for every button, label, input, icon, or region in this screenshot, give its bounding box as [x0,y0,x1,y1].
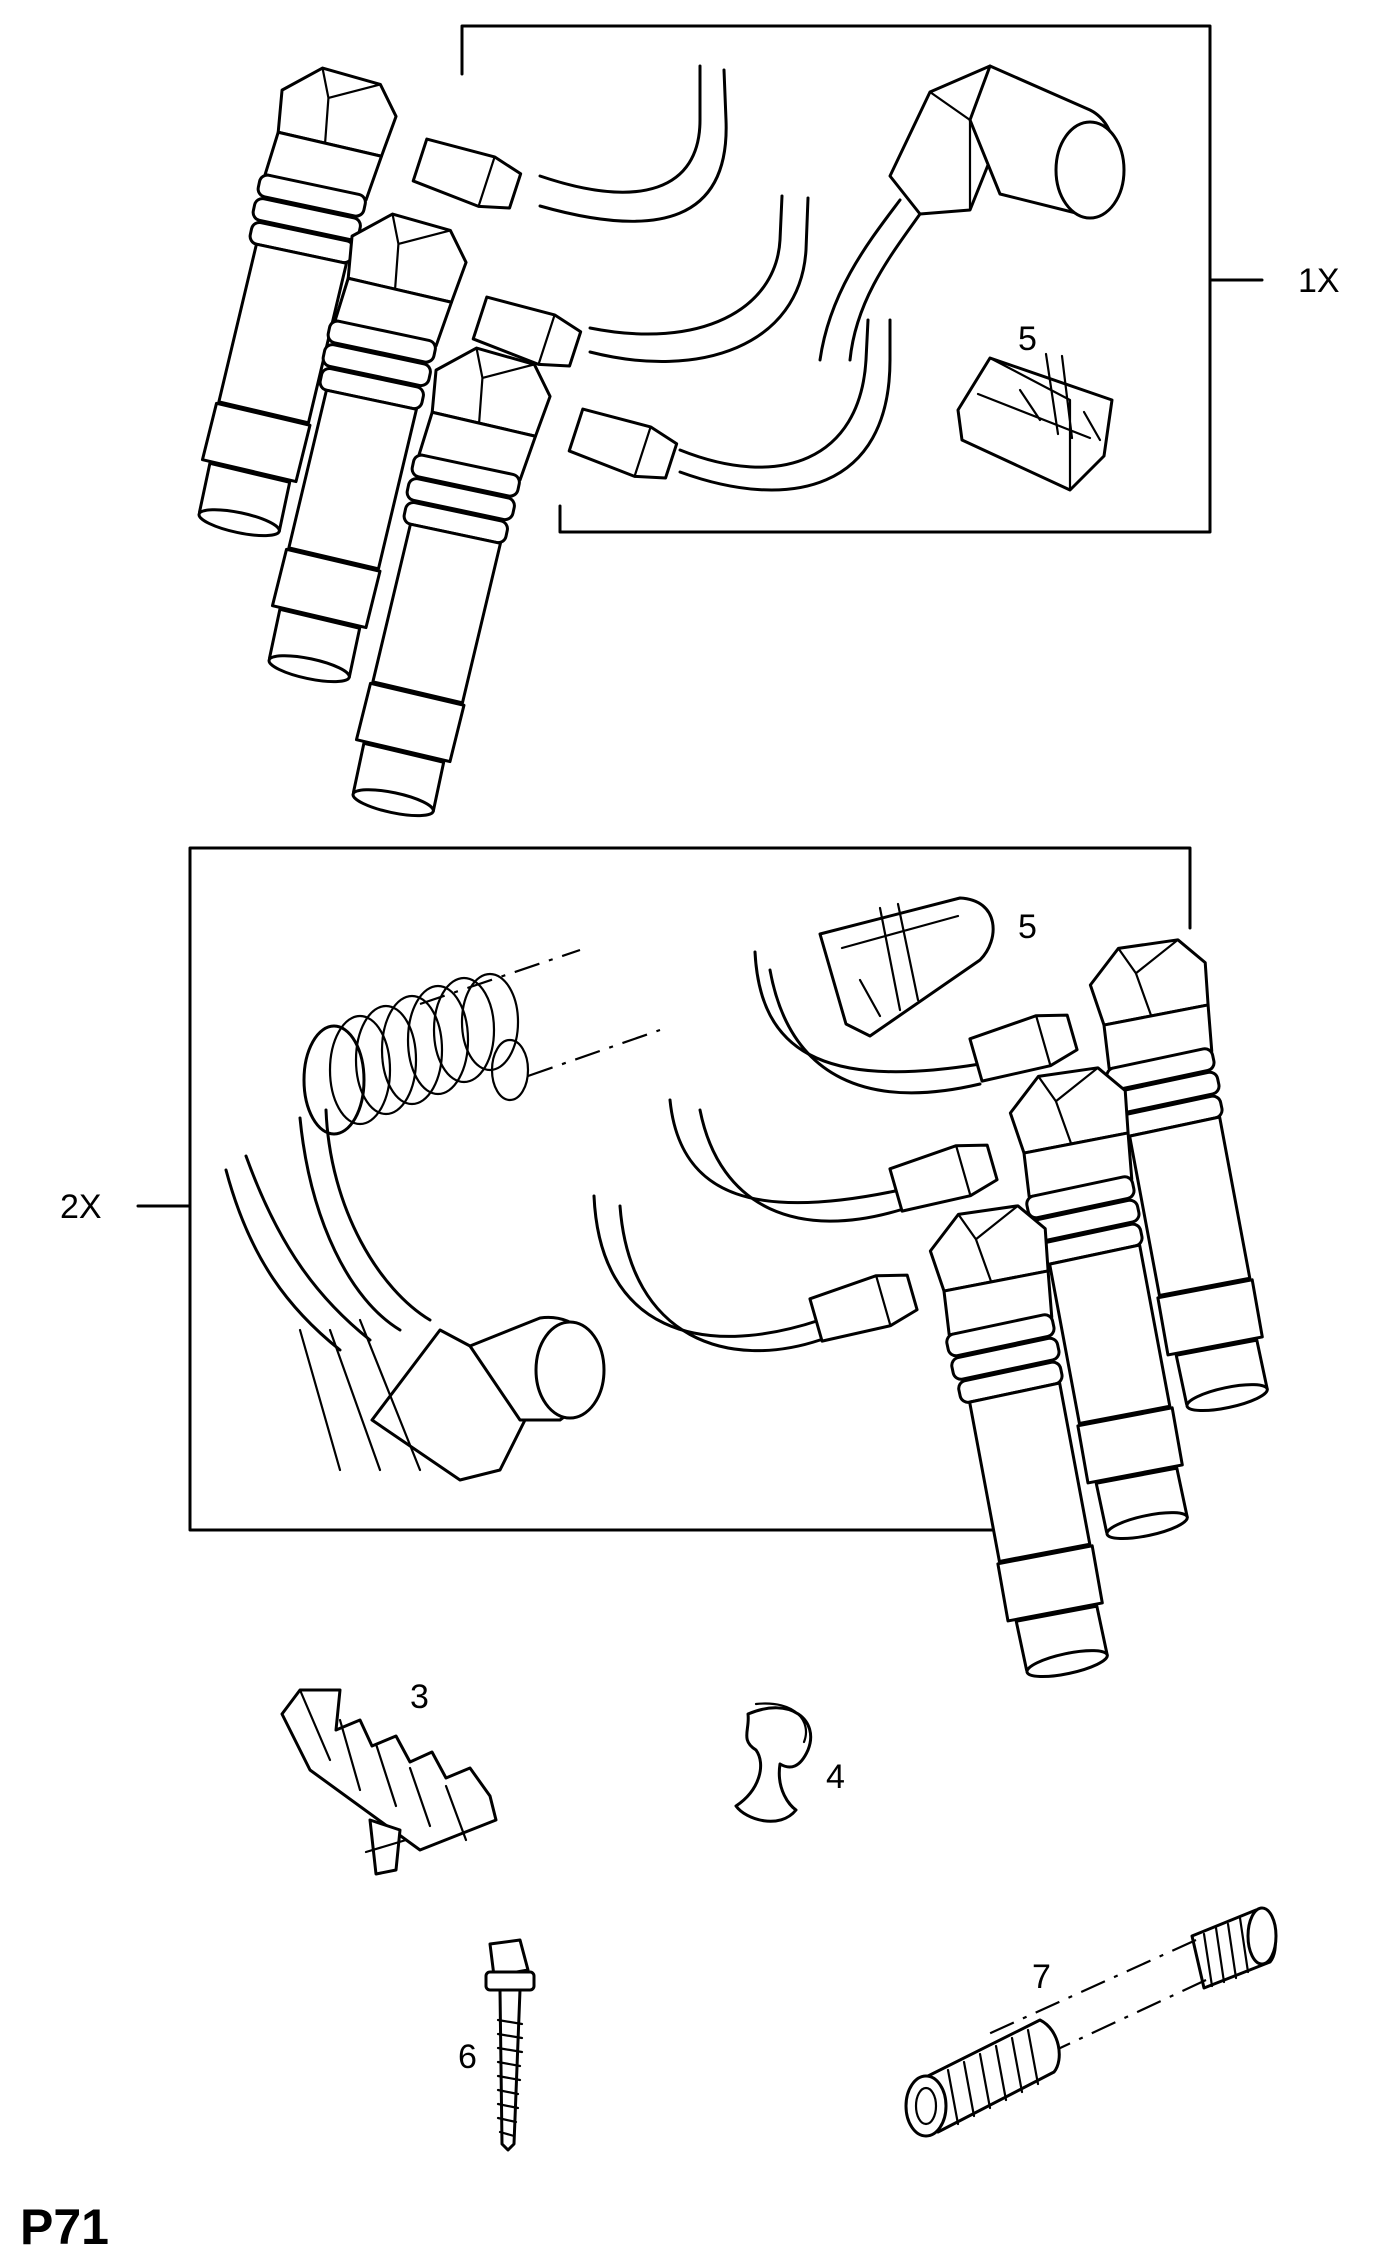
callout-2x: 2X [60,1188,102,1226]
callout-5-top: 5 [1018,320,1037,358]
page-code: P71 [20,2199,109,2255]
comb-clip-part-3 [280,1688,498,1876]
bolt-part-6 [484,1938,536,2152]
coil-connector-top [888,64,1126,220]
stud-part-7 [904,1906,1278,2138]
callout-1x: 1X [1298,262,1340,300]
cable-set-bottom: 2X [60,846,1299,1686]
cable-set-top: 1X 5 [185,24,1340,829]
cable-clip-part-5-bottom [818,896,995,1038]
coil-connector-bottom [298,1315,606,1482]
coiled-cable [302,948,661,1136]
callout-6: 6 [458,2038,477,2076]
c-clip-part-4 [734,1702,813,1823]
callout-5-bottom: 5 [1018,908,1037,946]
callout-7: 7 [1032,1958,1051,1996]
callout-3: 3 [410,1678,429,1716]
callout-4: 4 [826,1758,845,1796]
cable-clip-part-5-top [956,352,1114,492]
